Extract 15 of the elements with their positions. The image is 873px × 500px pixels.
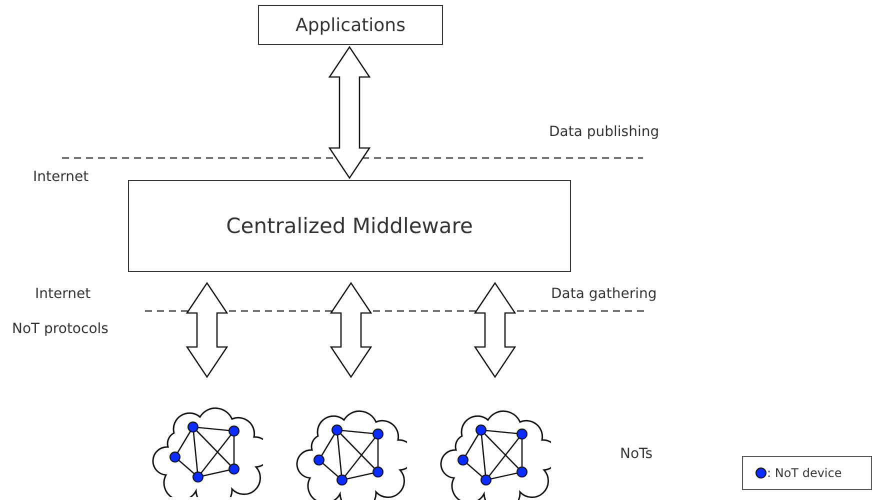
annotation-text: NoTs (620, 446, 653, 462)
annotation-text: Internet (35, 286, 91, 302)
double-block-arrow (328, 46, 371, 180)
box-label: Centralized Middleware (226, 214, 473, 238)
annotation-text: Internet (33, 169, 89, 185)
double-block-arrow (186, 282, 228, 378)
annotation-text: NoT protocols (12, 321, 108, 337)
annotation-text: Data publishing (549, 124, 660, 140)
process-box (128, 180, 571, 272)
legend-label: : NoT device (767, 466, 842, 480)
double-block-arrow (330, 282, 372, 378)
process-box (258, 5, 443, 45)
box-label: Applications (296, 14, 406, 36)
double-block-arrow (474, 282, 516, 378)
annotation-text: Data gathering (551, 286, 657, 302)
